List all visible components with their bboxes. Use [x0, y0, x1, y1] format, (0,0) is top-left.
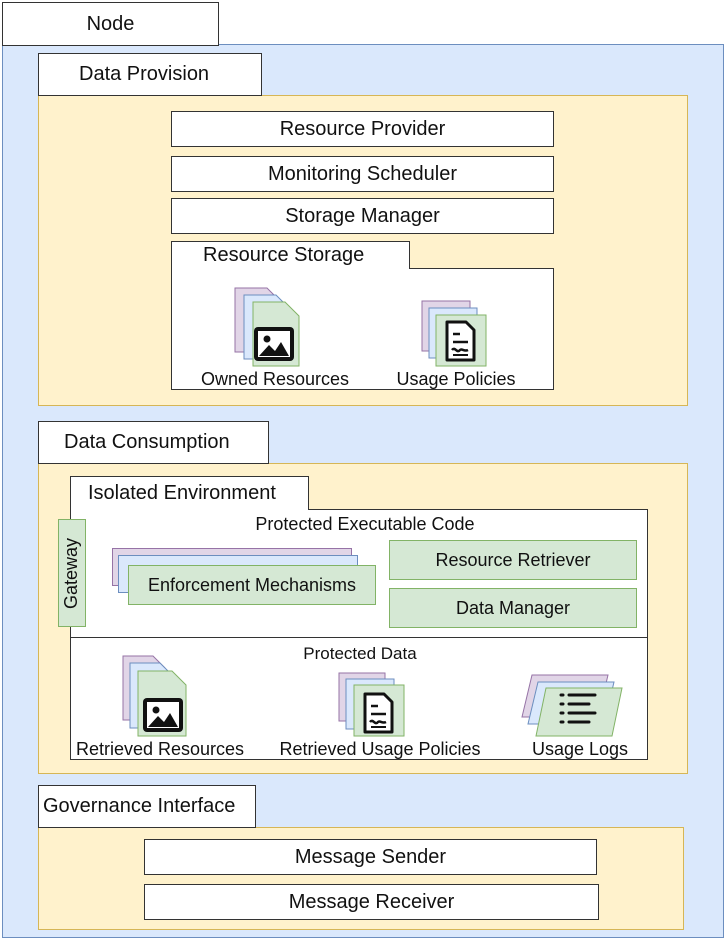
message-sender-box: Message Sender [144, 839, 597, 875]
resource-provider-box: Resource Provider [171, 111, 554, 147]
resource-storage-title: Resource Storage [171, 241, 410, 269]
image-file-icon [142, 697, 184, 733]
resource-retriever-box: Resource Retriever [389, 540, 637, 580]
policy-document-icon [362, 692, 394, 734]
governance-interface-title: Governance Interface [38, 785, 256, 828]
log-lines-icon [558, 692, 598, 728]
isolated-environment-title: Isolated Environment [70, 476, 309, 510]
protected-data-title: Protected Data [303, 644, 417, 663]
data-consumption-title: Data Consumption [38, 421, 269, 464]
node-title: Node [2, 2, 219, 46]
gateway-label: Gateway [61, 537, 82, 609]
protected-executable-code-title: Protected Executable Code [255, 514, 475, 534]
enforcement-mechanisms-stack [112, 548, 378, 606]
storage-manager-box: Storage Manager [171, 198, 554, 234]
message-receiver-box: Message Receiver [144, 884, 599, 920]
monitoring-scheduler-box: Monitoring Scheduler [171, 156, 554, 192]
image-file-icon [253, 326, 295, 362]
policy-document-icon [444, 320, 476, 362]
resource-retriever-label: Resource Retriever [435, 549, 591, 570]
usage-logs-label: Usage Logs [531, 739, 629, 759]
retrieved-usage-policies-label: Retrieved Usage Policies [279, 739, 481, 759]
enforcement-mechanisms-label: Enforcement Mechanisms [147, 575, 357, 595]
data-provision-title: Data Provision [38, 53, 262, 96]
data-manager-label: Data Manager [455, 597, 571, 618]
usage-policies-label: Usage Policies [396, 369, 516, 389]
retrieved-resources-label: Retrieved Resources [75, 739, 245, 759]
gateway: Gateway [58, 519, 86, 627]
data-manager-box: Data Manager [389, 588, 637, 628]
owned-resources-label: Owned Resources [200, 369, 350, 389]
protected-divider [70, 637, 648, 638]
